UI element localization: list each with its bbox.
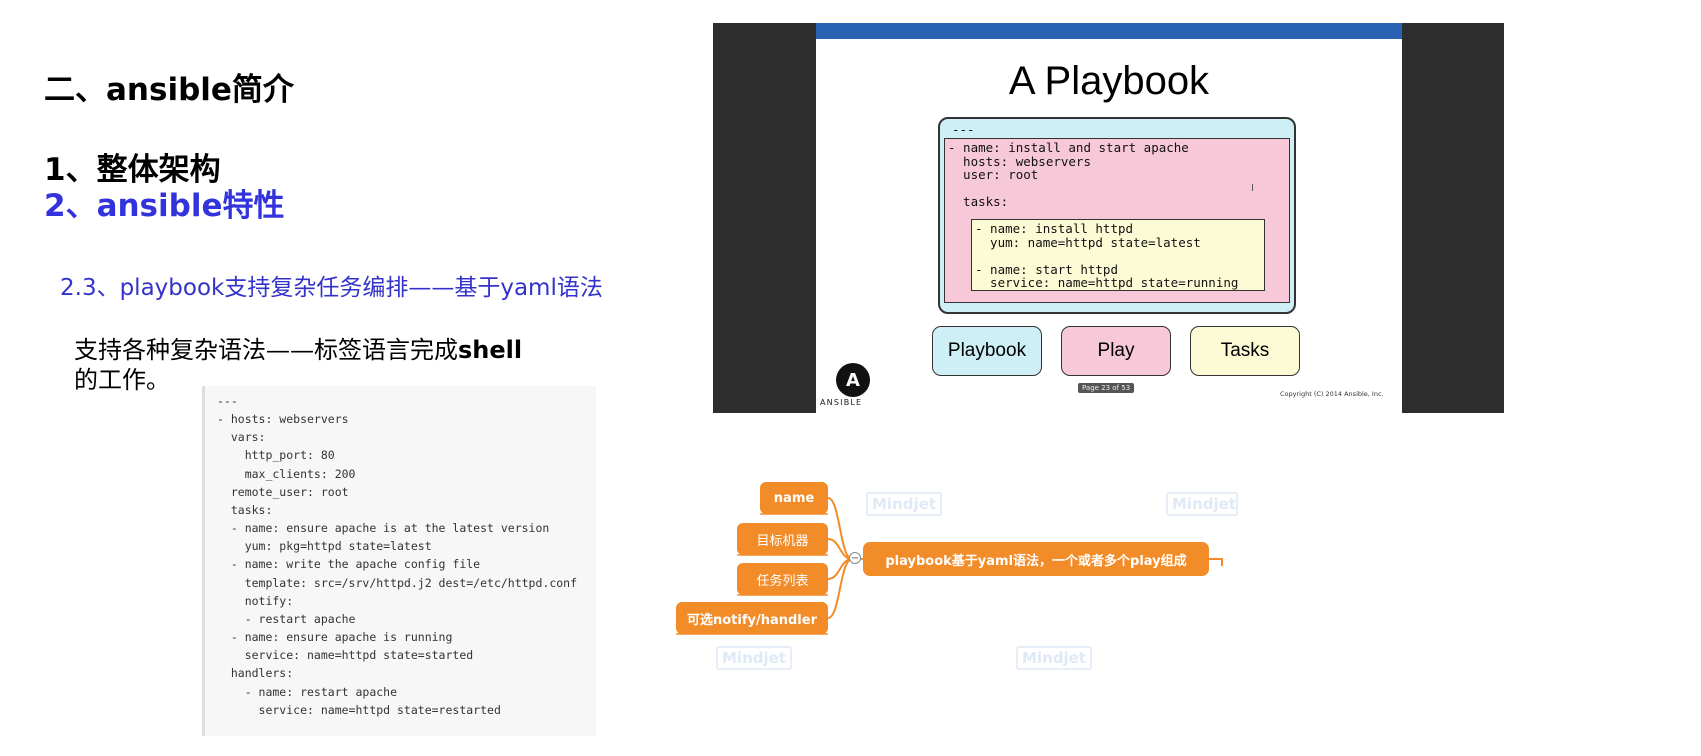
tasks-box (971, 219, 1265, 291)
tasks-code: - name: install httpd yum: name=httpd st… (975, 221, 1239, 290)
mindmap-node-task-list[interactable]: 任务列表 (737, 563, 828, 595)
watermark-1: Mindjet (866, 492, 942, 516)
slide-top-bar (816, 23, 1402, 39)
mindmap-root-node[interactable]: playbook基于yaml语法，一个或者多个play组成 (863, 542, 1209, 576)
description-line1: 支持各种复杂语法——标签语言完成 (74, 336, 458, 364)
ansible-logo-text: ANSIBLE (820, 398, 863, 407)
description-line2: 的工作。 (74, 366, 170, 394)
slide-copyright: Copyright (C) 2014 Ansible, Inc. (1280, 390, 1384, 398)
watermark-4: Mindjet (1016, 646, 1092, 670)
ansible-logo-icon: A (836, 363, 870, 397)
watermark-2: Mindjet (1166, 492, 1238, 516)
play-code: - name: install and start apache hosts: … (948, 140, 1189, 209)
connector-notify (827, 558, 853, 619)
page-indicator: Page 23 of 53 (1078, 383, 1135, 393)
collapse-toggle-icon[interactable]: − (849, 552, 861, 564)
subsection-playbook: 2.3、playbook支持复杂任务编排——基于yaml语法 (60, 275, 603, 301)
subsection-architecture: 1、整体架构 (44, 152, 221, 188)
pill-play: Play (1061, 326, 1171, 376)
section-title: 二、ansible简介 (44, 72, 294, 108)
mindmap-node-notify-handler[interactable]: 可选notify/handler (676, 602, 828, 634)
pill-playbook: Playbook (932, 326, 1042, 376)
connector-root-right (1209, 558, 1223, 566)
mindmap-node-name[interactable]: name (760, 482, 828, 514)
pill-tasks: Tasks (1190, 326, 1300, 376)
playbook-dashes: --- (952, 122, 975, 137)
slide-title: A Playbook (1008, 59, 1210, 103)
connector-name (827, 497, 853, 560)
text-cursor-icon: I (1251, 183, 1254, 194)
subsection-features: 2、ansible特性 (44, 188, 285, 224)
yaml-code-block: --- - hosts: webservers vars: http_port:… (202, 386, 596, 736)
playbook-slide: A Playbook --- - name: install and start… (816, 23, 1402, 413)
watermark-3: Mindjet (716, 646, 792, 670)
mindmap-node-target-hosts[interactable]: 目标机器 (737, 523, 828, 555)
description-shell: shell (458, 336, 523, 364)
description: 支持各种复杂语法——标签语言完成shell 的工作。 (74, 335, 584, 395)
